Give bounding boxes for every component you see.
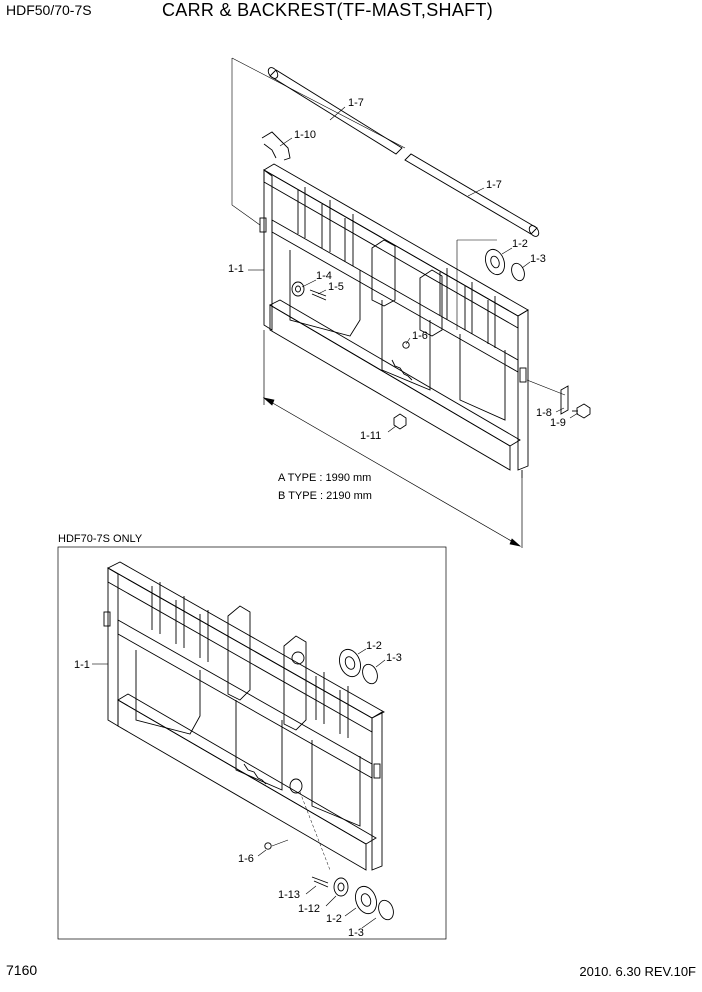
bolt-part-1-11: [393, 413, 407, 430]
roller-part-1-12: [333, 877, 349, 897]
callout-leaders: [92, 106, 579, 929]
bolt-part-1-9: [572, 403, 591, 419]
callout-1-13: 1-13: [278, 889, 300, 901]
bearing-part-1-2: [339, 648, 361, 678]
callout-1-2: 1-2: [512, 238, 528, 250]
pin-part-1-5: [309, 289, 327, 301]
upper-carriage-assembly: [231, 57, 591, 548]
date-revision: 2010. 6.30 REV.10F: [579, 964, 696, 979]
reference-line: [526, 379, 566, 396]
callout-1-3: 1-3: [348, 927, 364, 939]
nut-part-1-6: [264, 842, 272, 850]
callout-1-6: 1-6: [412, 330, 428, 342]
callout-1-5: 1-5: [328, 281, 344, 293]
retaining-ring-part-1-3: [378, 899, 394, 921]
pin-part-1-10: [261, 131, 291, 161]
callout-1-7: 1-7: [486, 179, 502, 191]
callout-1-2: 1-2: [326, 913, 342, 925]
bearing-part-1-2: [355, 885, 377, 915]
hdf70-only-section-frame: [57, 546, 447, 940]
shaft-part-1-7: [267, 67, 540, 237]
nut-part-1-6: [402, 341, 410, 349]
page-number: 7160: [6, 962, 38, 978]
backrest-frame-part-1-1: [259, 163, 529, 478]
page-title: CARR & BACKREST(TF-MAST,SHAFT): [162, 0, 494, 20]
section-label-hdf70-only: HDF70-7S ONLY: [58, 533, 143, 545]
roller-part-1-4: [291, 281, 305, 297]
lower-carriage-assembly: [103, 561, 394, 921]
callout-1-12: 1-12: [298, 903, 320, 915]
callout-1-1: 1-1: [74, 659, 90, 671]
callout-1-10: 1-10: [294, 129, 316, 141]
width-dimension-line: [262, 330, 523, 548]
callout-1-9: 1-9: [550, 417, 566, 429]
dimension-type-a: A TYPE : 1990 mm: [278, 472, 372, 484]
callout-1-4: 1-4: [316, 270, 332, 282]
retaining-ring-part-1-3: [362, 663, 378, 685]
dimension-type-b: B TYPE : 2190 mm: [278, 490, 372, 502]
reference-line: [231, 57, 406, 149]
pin-part-1-13: [311, 876, 329, 888]
callout-1-8: 1-8: [536, 407, 552, 419]
callout-1-7: 1-7: [348, 97, 364, 109]
retaining-ring-part-1-3: [511, 262, 525, 282]
callout-1-3: 1-3: [530, 253, 546, 265]
callout-1-1: 1-1: [228, 263, 244, 275]
callout-1-2: 1-2: [366, 640, 382, 652]
callout-1-3: 1-3: [386, 652, 402, 664]
bracket-part-1-8: [560, 385, 569, 415]
reference-line: [231, 58, 261, 226]
model-number: HDF50/70-7S: [6, 2, 92, 18]
bearing-part-1-2: [484, 248, 506, 276]
callout-1-11: 1-11: [360, 430, 381, 442]
callout-1-6: 1-6: [238, 853, 254, 865]
